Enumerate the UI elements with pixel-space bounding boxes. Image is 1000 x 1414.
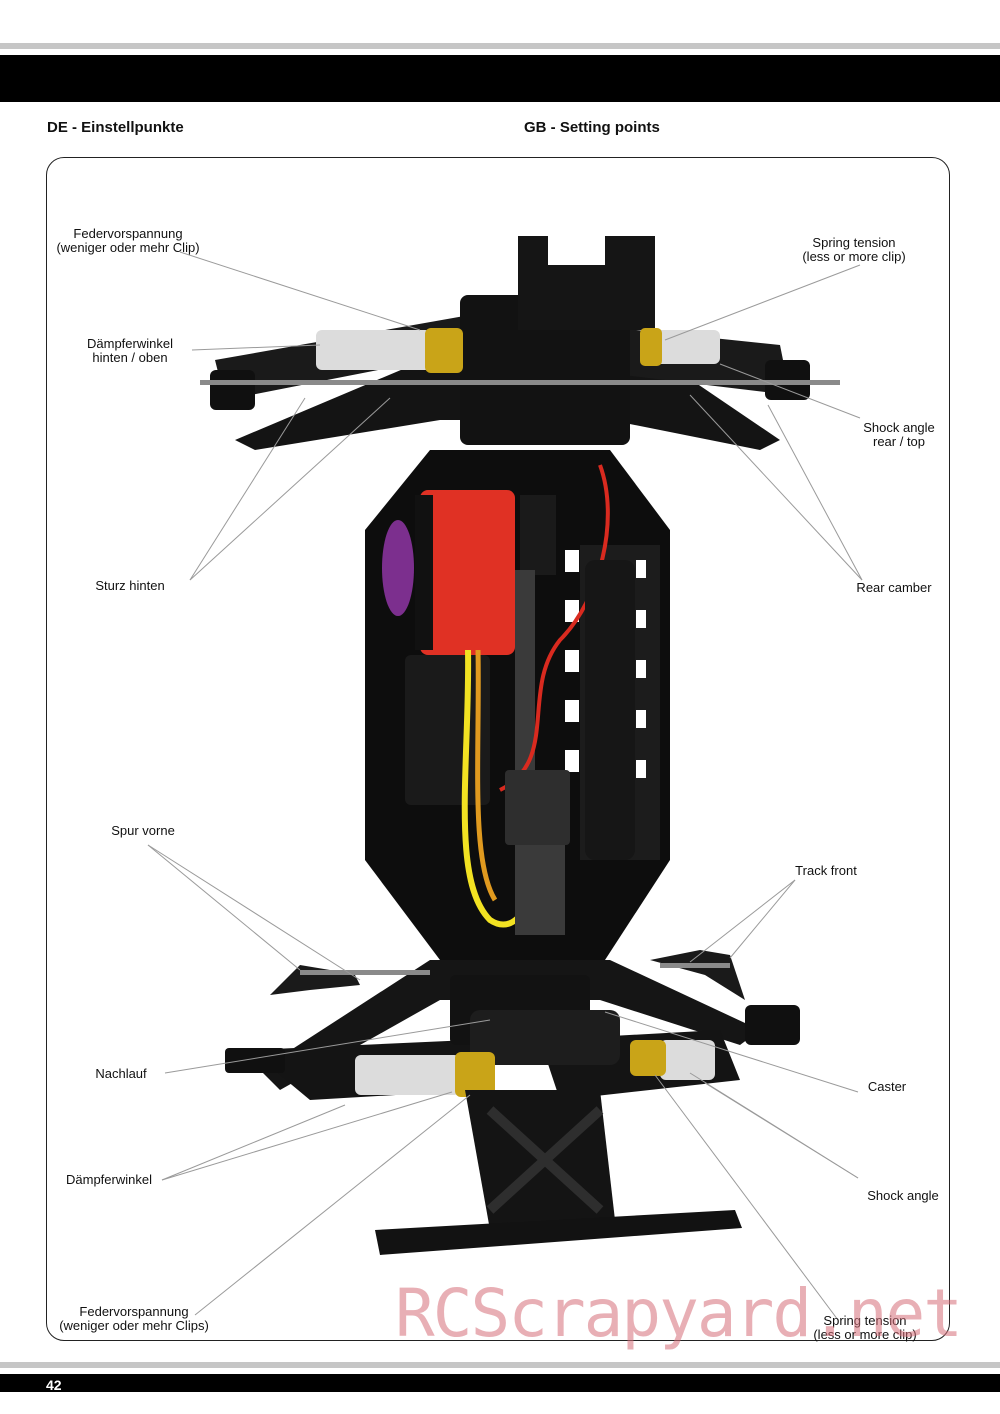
label-spring-tension-bottom: Spring tension (less or more clip) — [813, 1314, 916, 1342]
label-line: Sturz hinten — [95, 578, 165, 593]
label-shock-angle: Shock angle — [867, 1189, 939, 1203]
label-line: Spring tension — [812, 235, 896, 250]
diagram-frame — [46, 157, 950, 1341]
label-line: Spring tension — [823, 1313, 907, 1328]
label-shock-angle-rear: Shock angle rear / top — [863, 421, 935, 449]
label-track-front: Track front — [795, 864, 857, 878]
front-suspension — [225, 950, 800, 1255]
label-line: Dämpferwinkel — [66, 1172, 152, 1187]
footer-band — [0, 1374, 1000, 1392]
label-line: (weniger oder mehr Clips) — [59, 1318, 209, 1333]
page-number: 42 — [46, 1377, 62, 1393]
top-rule — [0, 43, 1000, 49]
label-line: (less or more clip) — [802, 249, 906, 264]
label-line: Rear camber — [856, 580, 932, 595]
label-rear-camber: Rear camber — [856, 581, 931, 595]
label-line: Dämpferwinkel — [87, 336, 173, 351]
label-spur-vorne: Spur vorne — [111, 824, 175, 838]
label-line: Shock angle — [863, 420, 935, 435]
label-line: Federvorspannung — [79, 1304, 189, 1319]
label-line: Nachlauf — [95, 1066, 147, 1081]
bottom-rule — [0, 1362, 1000, 1368]
label-line: Shock angle — [867, 1188, 939, 1203]
label-federvorspannung-bottom: Federvorspannung (weniger oder mehr Clip… — [59, 1305, 209, 1333]
label-line: Federvorspannung — [73, 226, 183, 241]
watermark: RCScrapyard.net — [395, 1275, 963, 1352]
label-spring-tension-top: Spring tension (less or more clip) — [802, 236, 905, 264]
label-sturz-hinten: Sturz hinten — [95, 579, 164, 593]
label-line: Caster — [867, 1079, 907, 1094]
rear-suspension — [200, 236, 840, 450]
label-line: (weniger oder mehr Clip) — [56, 240, 200, 255]
label-daempferwinkel-hinten: Dämpferwinkel hinten / oben — [87, 337, 173, 365]
label-caster: Caster — [868, 1080, 906, 1094]
label-line: Spur vorne — [111, 823, 175, 838]
heading-de: DE - Einstellpunkte — [47, 119, 184, 136]
label-line: hinten / oben — [92, 350, 168, 365]
label-line: Track front — [795, 863, 857, 878]
heading-gb: GB - Setting points — [524, 119, 660, 136]
header-band — [0, 55, 1000, 102]
label-daempferwinkel: Dämpferwinkel — [66, 1173, 152, 1187]
label-nachlauf: Nachlauf — [95, 1067, 146, 1081]
label-line: (less or more clip) — [813, 1327, 917, 1342]
label-line: rear / top — [872, 434, 926, 449]
leader-lines — [147, 251, 863, 1321]
chassis-plate — [365, 450, 670, 960]
label-federvorspannung-top: Federvorspannung (weniger oder mehr Clip… — [56, 227, 199, 255]
